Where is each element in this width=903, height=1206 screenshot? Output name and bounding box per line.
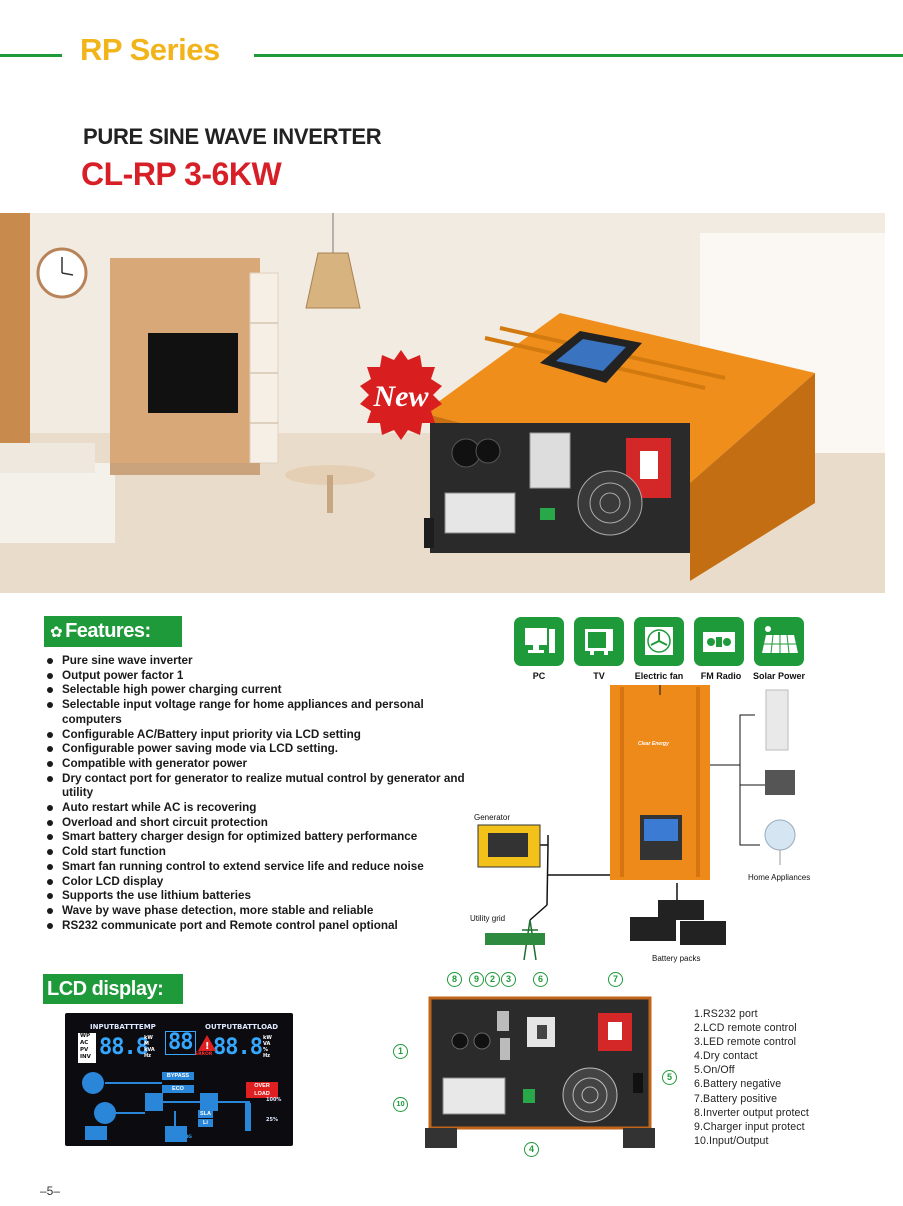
warning-icon: ! bbox=[198, 1035, 216, 1051]
appliance-label-pc: PC bbox=[532, 671, 546, 681]
new-badge-icon bbox=[360, 350, 442, 440]
list-item: Dry contact port for generator to realiz… bbox=[46, 772, 466, 801]
callout-3: 3 bbox=[501, 972, 516, 987]
lcd-right-units: kW VA % Hz bbox=[263, 1035, 272, 1059]
tv-icon bbox=[574, 617, 624, 666]
generator-label: Generator bbox=[474, 813, 511, 822]
list-item: 6.Battery negative bbox=[694, 1078, 782, 1091]
lcd-eco-label: ECO bbox=[162, 1085, 194, 1093]
list-item: Smart battery charger design for optimiz… bbox=[46, 830, 466, 845]
appliance-label-fan: Electric fan bbox=[634, 671, 684, 681]
list-item: Pure sine wave inverter bbox=[46, 654, 466, 669]
features-heading-text: Features: bbox=[65, 620, 151, 642]
pc-icon bbox=[514, 617, 564, 666]
lcd-source-panel: WP AC PV INV bbox=[78, 1033, 96, 1063]
lcd-mid-digits: 88 bbox=[165, 1031, 196, 1055]
list-item: Selectable input voltage range for home … bbox=[46, 698, 466, 727]
fm-radio-icon bbox=[694, 617, 744, 666]
lcd-output-label: OUTPUTBATTLOAD bbox=[205, 1023, 279, 1031]
list-item: 10.Input/Output bbox=[694, 1134, 769, 1147]
callout-6: 6 bbox=[533, 972, 548, 987]
list-item: Configurable power saving mode via LCD s… bbox=[46, 742, 466, 757]
list-item: Output power factor 1 bbox=[46, 669, 466, 684]
header-rule-right bbox=[254, 54, 903, 57]
list-item: Overload and short circuit protection bbox=[46, 816, 466, 831]
lcd-sla-label: SLA bbox=[198, 1110, 213, 1118]
lcd-flow-graphic bbox=[82, 1072, 251, 1142]
list-item: Selectable high power charging current bbox=[46, 683, 466, 698]
callout-7: 7 bbox=[608, 972, 623, 987]
tv-screen bbox=[148, 333, 238, 413]
lcd-left-units: kW M kVA Hz bbox=[144, 1035, 155, 1059]
lcd-bypass-label: BYPASS bbox=[162, 1072, 194, 1080]
callout-4: 4 bbox=[524, 1142, 539, 1157]
lcd-input-label: INPUTBATTTEMP bbox=[90, 1023, 156, 1031]
solar-panel-icon bbox=[754, 617, 804, 666]
appliance-label-solar: Solar Power bbox=[752, 671, 806, 681]
utility-grid-label: Utility grid bbox=[470, 914, 506, 923]
callout-1: 1 bbox=[393, 1044, 408, 1059]
list-item: Auto restart while AC is recovering bbox=[46, 801, 466, 816]
header-rule-left bbox=[0, 54, 62, 57]
series-title: RP Series bbox=[80, 32, 220, 67]
list-item: 9.Charger input protect bbox=[694, 1120, 805, 1133]
list-item: 5.On/Off bbox=[694, 1064, 735, 1077]
features-heading: ✿ Features: bbox=[44, 616, 182, 647]
inverter-rear-panel bbox=[425, 996, 655, 1148]
lcd-overload-label: OVER LOAD bbox=[246, 1082, 278, 1098]
svg-text:!: ! bbox=[205, 1041, 210, 1051]
electric-fan-icon bbox=[634, 617, 684, 666]
hero-illustration bbox=[0, 213, 885, 593]
lcd-display-illustration: INPUTBATTTEMP OUTPUTBATTLOAD WP AC PV IN… bbox=[65, 1013, 293, 1146]
gear-icon: ✿ bbox=[50, 623, 63, 641]
callout-8: 8 bbox=[447, 972, 462, 987]
hero-photo: New bbox=[0, 213, 885, 593]
lcd-error-label: ERROR bbox=[195, 1052, 213, 1057]
list-item: RS232 communicate port and Remote contro… bbox=[46, 919, 466, 934]
model-name: CL-RP 3-6KW bbox=[81, 156, 282, 192]
list-item: 4.Dry contact bbox=[694, 1050, 758, 1063]
list-item: 1.RS232 port bbox=[694, 1008, 758, 1020]
lcd-li-label: Li bbox=[198, 1119, 213, 1127]
page-number: –5– bbox=[40, 1184, 61, 1198]
battery-packs-label: Battery packs bbox=[652, 954, 701, 963]
lcd-heading: LCD display: bbox=[43, 974, 183, 1004]
lcd-100-label: 100% bbox=[266, 1097, 282, 1103]
callout-2: 2 bbox=[485, 972, 500, 987]
list-item: Supports the use lithium batteries bbox=[46, 889, 466, 904]
callout-9: 9 bbox=[469, 972, 484, 987]
callout-5: 5 bbox=[662, 1070, 677, 1085]
appliance-label-tv: TV bbox=[593, 671, 605, 681]
features-list: Pure sine wave inverter Output power fac… bbox=[46, 654, 466, 933]
list-item: Cold start function bbox=[46, 845, 466, 860]
brand-logo: Clear Energy bbox=[638, 741, 669, 747]
home-appliances-label: Home Appliances bbox=[748, 873, 811, 882]
list-item: Smart fan running control to extend serv… bbox=[46, 860, 466, 875]
lcd-left-digits: 88.8 bbox=[99, 1035, 149, 1060]
list-item: Color LCD display bbox=[46, 875, 466, 890]
list-item: Wave by wave phase detection, more stabl… bbox=[46, 904, 466, 919]
new-badge-text: New bbox=[373, 380, 429, 413]
list-item: 8.Inverter output protect bbox=[694, 1106, 809, 1119]
lcd-25-label: 25% bbox=[266, 1117, 278, 1123]
appliance-label-radio: FM Radio bbox=[700, 671, 742, 681]
system-connection-diagram bbox=[477, 685, 796, 961]
parts-list: 1.RS232 port 2.LCD remote control 3.LED … bbox=[694, 1007, 809, 1148]
product-title: PURE SINE WAVE INVERTER bbox=[83, 124, 382, 149]
callout-10: 10 bbox=[393, 1097, 408, 1112]
list-item: 2.LCD remote control bbox=[694, 1022, 797, 1035]
list-item: 7.Battery positive bbox=[694, 1092, 778, 1105]
list-item: Compatible with generator power bbox=[46, 757, 466, 772]
list-item: Configurable AC/Battery input priority v… bbox=[46, 728, 466, 743]
list-item: 3.LED remote control bbox=[694, 1036, 797, 1049]
lcd-right-digits: 88.8 bbox=[213, 1035, 263, 1060]
